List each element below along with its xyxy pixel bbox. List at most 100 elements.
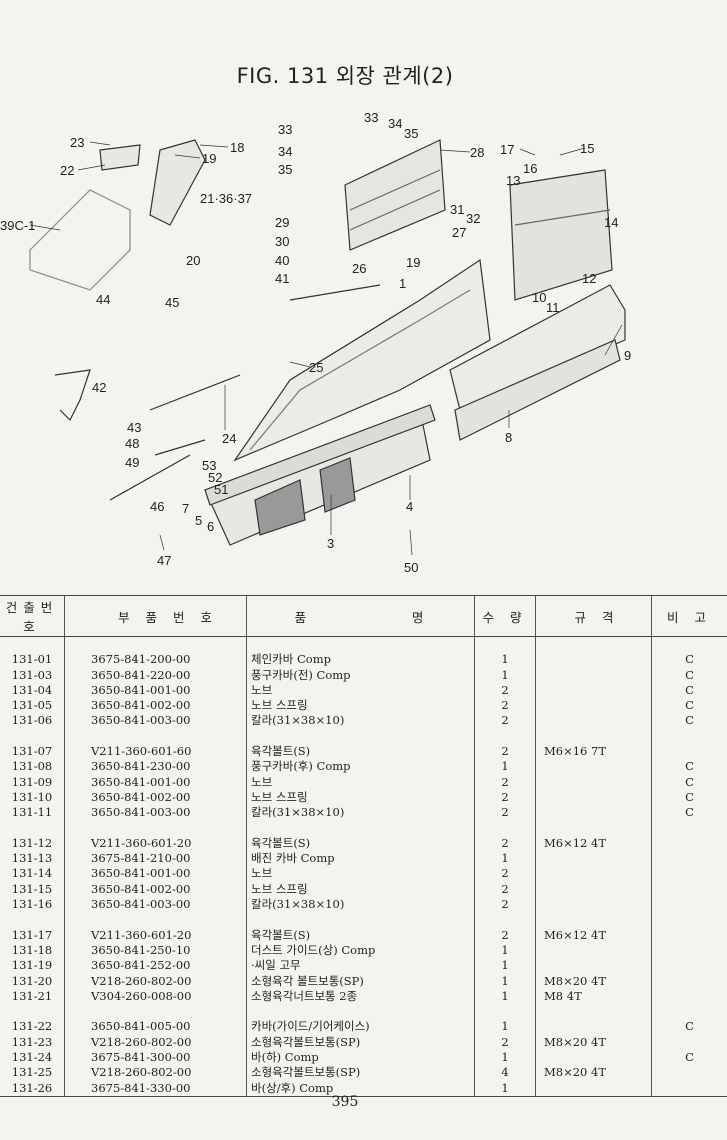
spacer-row	[0, 1004, 727, 1020]
part-no: 3650-841-001-00	[64, 682, 247, 699]
part-no: 3650-841-003-00	[64, 897, 247, 913]
callout: 3	[327, 536, 334, 551]
callout: 17	[500, 142, 514, 157]
quantity: 2	[474, 774, 536, 790]
spec	[535, 682, 652, 699]
quantity: 1	[474, 1080, 536, 1097]
remark: C	[651, 652, 727, 668]
callout: 50	[404, 560, 418, 575]
callout: 13	[506, 173, 520, 188]
table-header: 건출번호 부 품 번 호 품 명 수 량 규 격 비 고	[0, 595, 727, 637]
quantity: 1	[474, 1019, 536, 1035]
callout: 51	[214, 482, 228, 497]
quantity: 1	[474, 958, 536, 974]
callout: 31	[450, 202, 464, 217]
callout: 52	[208, 470, 222, 485]
spec	[535, 713, 652, 729]
part-no: 3650-841-003-00	[64, 713, 247, 729]
ref-no: 131-13	[11, 851, 53, 866]
part-name: 바(하) Comp	[246, 1050, 475, 1066]
remark: C	[651, 713, 727, 729]
callout: 14	[604, 215, 618, 230]
callout: 12	[582, 271, 596, 286]
spec: M8 4T	[535, 988, 652, 1005]
spec	[535, 897, 652, 913]
part-name: 노브	[246, 682, 475, 699]
remark	[651, 973, 727, 989]
col-ref-no: 건출번호	[0, 595, 65, 637]
spec: M6×12 4T	[535, 927, 652, 943]
part-name: 육각볼트(S)	[246, 744, 475, 760]
quantity: 1	[474, 652, 536, 668]
part-name: 칼라(31×38×10)	[246, 713, 475, 729]
quantity: 2	[474, 897, 536, 913]
quantity: 1	[474, 851, 536, 867]
spec	[535, 652, 652, 668]
spec	[535, 759, 652, 775]
ref-no: 131-12	[11, 835, 53, 850]
callout: 10	[532, 290, 546, 305]
ref-no: 131-05	[11, 698, 53, 713]
ref-no: 131-17	[11, 927, 53, 942]
part-name: 노브	[246, 774, 475, 790]
ref-no: 131-26	[0, 1080, 65, 1097]
quantity: 2	[474, 866, 536, 882]
part-no: 3675-841-330-00	[64, 1080, 247, 1097]
part-name: 바(상/후) Comp	[246, 1080, 475, 1097]
quantity: 1	[474, 1050, 536, 1066]
quantity: 2	[474, 698, 536, 714]
callout: 46	[150, 499, 164, 514]
callout: 15	[580, 141, 594, 156]
part-name: 체인카바 Comp	[246, 652, 475, 668]
spec	[535, 1080, 652, 1097]
callout: 41	[275, 271, 289, 286]
spec: M6×12 4T	[535, 835, 652, 852]
part-no: V218-260-802-00	[64, 1065, 247, 1081]
col-remark: 비 고	[651, 595, 727, 637]
part-no: 3650-841-002-00	[64, 881, 247, 898]
callout: 23	[70, 135, 84, 150]
remark: C	[651, 759, 727, 775]
part-no: 3675-841-300-00	[64, 1050, 247, 1066]
remark	[651, 881, 727, 898]
spacer-row	[0, 912, 727, 928]
ref-no: 131-07	[11, 744, 53, 759]
callout: 53	[202, 458, 216, 473]
quantity: 2	[474, 713, 536, 729]
quantity: 4	[474, 1065, 536, 1081]
spec: M8×20 4T	[535, 973, 652, 989]
part-name: 노브 스프링	[246, 881, 475, 898]
ref-no: 131-15	[11, 881, 53, 896]
remark	[651, 835, 727, 852]
quantity: 2	[474, 682, 536, 699]
callout: 22	[60, 163, 74, 178]
remark: C	[651, 682, 727, 699]
part-no: 3650-841-003-00	[64, 805, 247, 821]
callout: 25	[309, 360, 323, 375]
spacer-row	[0, 820, 727, 836]
quantity: 1	[474, 667, 536, 683]
spec	[535, 774, 652, 790]
part-name: 배진 카바 Comp	[246, 851, 475, 867]
spec	[535, 958, 652, 974]
spacer-row	[0, 636, 727, 653]
remark: C	[651, 1050, 727, 1066]
callout: 4	[406, 499, 413, 514]
part-no: 3650-841-250-10	[64, 942, 247, 959]
ref-no: 131-09	[11, 774, 53, 789]
callout: 18	[230, 140, 244, 155]
spec	[535, 805, 652, 821]
quantity: 1	[474, 988, 536, 1005]
